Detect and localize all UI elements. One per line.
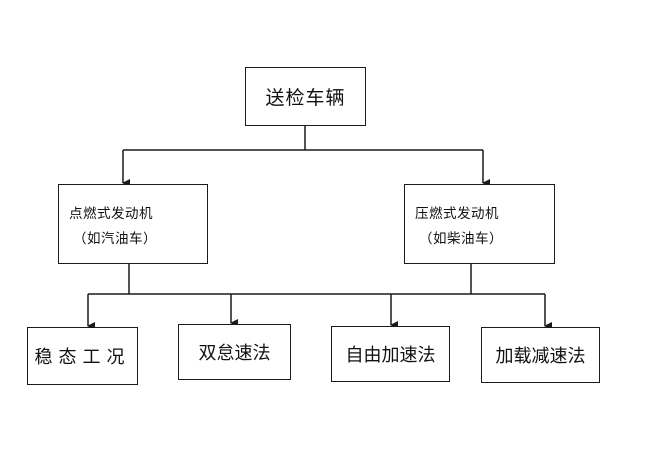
root-node-vehicle: 送检车辆 <box>245 67 366 126</box>
method-label: 稳态工况 <box>34 347 131 368</box>
node-method-free-acceleration: 自由加速法 <box>331 326 450 382</box>
method-label: 自由加速法 <box>345 345 436 366</box>
spark-engine-example: （如汽油车） <box>73 231 157 247</box>
root-node-label: 送检车辆 <box>265 87 346 109</box>
spark-engine-name: 点燃式发动机 <box>69 206 153 222</box>
node-method-two-speed-idle: 双怠速法 <box>178 324 291 380</box>
method-label: 加载减速法 <box>495 346 586 367</box>
node-compression-ignition-engine: 压燃式发动机 （如柴油车） <box>404 184 555 264</box>
diesel-engine-name: 压燃式发动机 <box>415 206 499 222</box>
node-spark-ignition-engine: 点燃式发动机 （如汽油车） <box>58 184 208 264</box>
node-method-steady-state: 稳态工况 <box>27 327 138 385</box>
method-label: 双怠速法 <box>198 343 271 364</box>
diesel-engine-example: （如柴油车） <box>419 231 503 247</box>
node-method-lug-down: 加载减速法 <box>481 327 600 383</box>
